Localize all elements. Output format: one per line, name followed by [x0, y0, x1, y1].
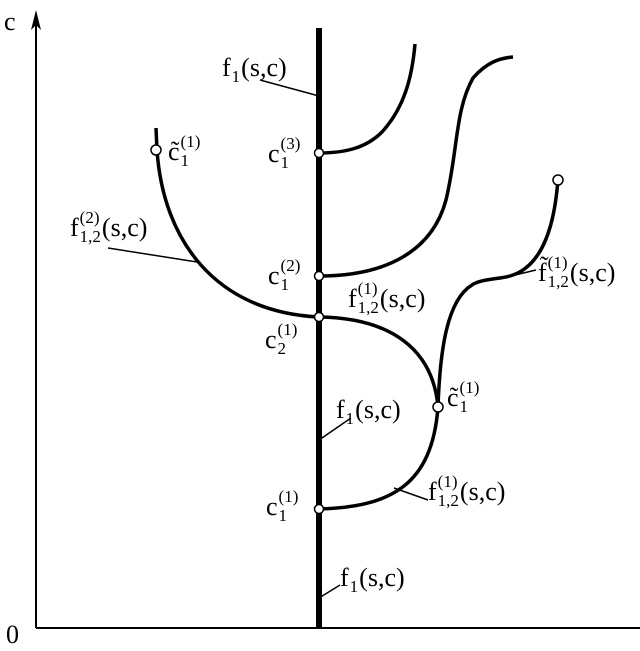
branch-c12-curve: [318, 55, 514, 278]
label-c12: c(2)1: [268, 256, 300, 294]
f121_center-args: (s,c): [380, 284, 425, 313]
f121_center-base: f: [348, 284, 357, 313]
node-c21: [313, 311, 325, 323]
branch-c13-curve: [318, 43, 417, 155]
label-c11: c(1)1: [266, 487, 298, 525]
node-right-end: [552, 174, 564, 186]
f1_mid-subscript: 1: [346, 409, 355, 428]
f122_left-args: (s,c): [102, 213, 147, 242]
f121_bottom-superscript: (1): [438, 472, 458, 491]
ctilde_left-superscript: (1): [181, 132, 201, 151]
f1_bottom-args: (s,c): [359, 563, 404, 592]
c21-base: c: [265, 325, 277, 354]
f121_tilde_right-base: f̃: [538, 258, 549, 287]
label-f121-center: f(1)1,2(s,c): [348, 279, 425, 317]
y-axis-label: c: [4, 7, 16, 36]
c13-base: c: [268, 139, 280, 168]
f1_top-base: f: [222, 53, 231, 82]
f122_left-subscript: 1,2: [80, 227, 101, 246]
label-f121-tilde-right: f̃(1)1,2(s,c): [538, 253, 615, 291]
f121_tilde_right-superscript: (1): [548, 253, 568, 272]
label-f1-bottom: f1(s,c): [340, 563, 405, 596]
node-ctilde-right: [432, 401, 444, 413]
f121_bottom-subscript: 1,2: [438, 491, 459, 510]
c21-subscript: 2: [278, 339, 287, 358]
node-ctilde-left: [150, 144, 162, 156]
f121_bottom-args: (s,c): [460, 477, 505, 506]
c21-superscript: (1): [278, 320, 298, 339]
node-c13: [313, 147, 325, 159]
c13-subscript: 1: [281, 153, 290, 172]
c12-subscript: 1: [281, 275, 290, 294]
leader-f122-left: [107, 247, 198, 263]
leader-f1-top: [259, 79, 320, 97]
f122_left-superscript: (2): [80, 208, 100, 227]
leader-f1-mid: [318, 417, 352, 441]
left-branch-f122-curve: [154, 127, 320, 319]
ctilde_right-superscript: (1): [460, 378, 480, 397]
f1_bottom-base: f: [340, 563, 349, 592]
leader-f1-bottom: [318, 584, 341, 599]
f121_tilde_right-args: (s,c): [570, 258, 615, 287]
label-f1-mid: f1(s,c): [336, 395, 401, 428]
c12-base: c: [268, 261, 280, 290]
label-ctilde-right: c̃(1)1: [447, 378, 479, 416]
f121_bottom-base: f: [428, 477, 437, 506]
label-f121-bottom: f(1)1,2(s,c): [428, 472, 505, 510]
f1_top-subscript: 1: [232, 67, 241, 86]
label-f1-top: f1(s,c): [222, 53, 287, 86]
node-c12: [313, 270, 325, 282]
f122_left-base: f: [70, 213, 79, 242]
y-axis-arrow: [31, 10, 41, 30]
bottom-branch-f121-curve: [318, 406, 440, 511]
ctilde_right-subscript: 1: [460, 397, 469, 416]
c11-superscript: (1): [279, 487, 299, 506]
f121_center-subscript: 1,2: [358, 298, 379, 317]
c11-base: c: [266, 492, 278, 521]
mid-branch-f121-curve: [318, 315, 440, 408]
ctilde_right-base: c̃: [447, 383, 459, 412]
node-c11: [313, 503, 325, 515]
f1_top-args: (s,c): [241, 53, 286, 82]
c11-subscript: 1: [279, 506, 288, 525]
f121_center-superscript: (1): [358, 279, 378, 298]
ctilde_left-base: c̃: [168, 137, 180, 166]
leader-f121-tilde: [514, 269, 537, 276]
label-f122-left: f(2)1,2(s,c): [70, 208, 147, 246]
c13-superscript: (3): [281, 134, 301, 153]
f121_tilde_right-subscript: 1,2: [548, 272, 569, 291]
right-branch-f121-tilde-curve: [436, 178, 560, 408]
leader-f121-bottom: [393, 487, 429, 501]
label-c13: c(3)1: [268, 134, 300, 172]
origin-label: 0: [6, 620, 19, 649]
f1_mid-base: f: [336, 395, 345, 424]
f1_mid-args: (s,c): [355, 395, 400, 424]
c12-superscript: (2): [281, 256, 301, 275]
ctilde_left-subscript: 1: [181, 151, 190, 170]
label-ctilde-left: c̃(1)1: [168, 132, 200, 170]
f1_bottom-subscript: 1: [350, 577, 359, 596]
label-c21: c(1)2: [265, 320, 297, 358]
